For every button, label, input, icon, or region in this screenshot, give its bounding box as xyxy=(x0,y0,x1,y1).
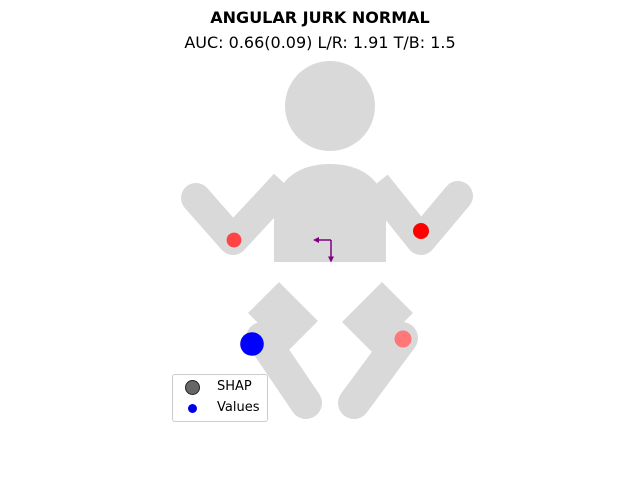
shap-point-right-foot xyxy=(394,330,412,348)
legend-label-shap: SHAP xyxy=(217,379,252,394)
legend: SHAP Values xyxy=(172,374,268,422)
body-right-thigh xyxy=(342,282,413,353)
chart-title: ANGULAR JURK NORMAL xyxy=(210,8,430,27)
arrow-head-vertical xyxy=(328,256,334,263)
legend-marker-values-icon xyxy=(188,404,197,413)
legend-marker-shap-icon xyxy=(185,380,200,395)
body-silhouette xyxy=(181,61,473,419)
body-torso xyxy=(274,164,386,262)
legend-item-values: Values xyxy=(173,398,267,418)
body-right-shin xyxy=(338,322,418,419)
chart-subtitle: AUC: 0.66(0.09) L/R: 1.91 T/B: 1.5 xyxy=(184,33,456,52)
shap-point-left-foot xyxy=(240,332,264,356)
legend-label-values: Values xyxy=(217,400,260,415)
legend-item-shap: SHAP xyxy=(173,377,267,397)
shap-marks xyxy=(226,223,429,356)
arrow-head-horizontal xyxy=(313,237,319,243)
shap-point-left-hand xyxy=(226,232,242,248)
shap-point-right-hand xyxy=(413,223,429,239)
body-left-shin xyxy=(246,322,322,419)
direction-arrow xyxy=(313,237,334,263)
body-left-shoulder xyxy=(222,173,296,251)
body-head xyxy=(285,61,375,151)
body-left-thigh xyxy=(248,282,318,352)
